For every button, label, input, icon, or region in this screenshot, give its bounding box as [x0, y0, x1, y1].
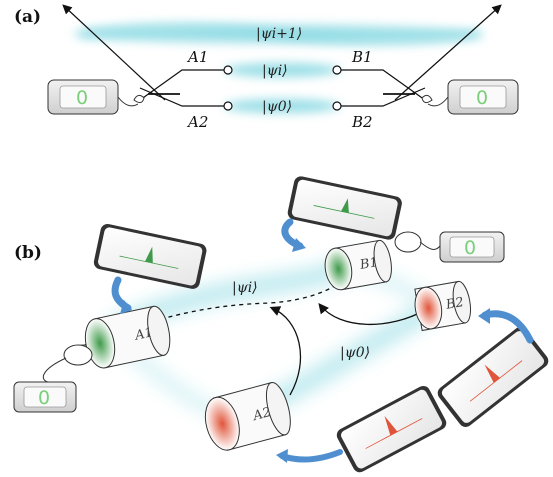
phone-red-right — [437, 327, 549, 427]
panel-a-label: (a) — [14, 7, 41, 27]
path-b1 — [340, 69, 426, 101]
phone-green-left — [93, 224, 207, 289]
counter-left-b: 0 — [38, 387, 50, 409]
node-a1-label: A1 — [186, 48, 208, 66]
state-psi-i-plus-1: |ψi+1⟩ — [256, 26, 302, 42]
panel-b-label: (b) — [14, 243, 42, 263]
node-a2 — [223, 101, 233, 111]
cylinder-b2: B2 — [414, 280, 472, 332]
node-b1-label: B1 — [351, 48, 373, 66]
blue-arrows — [111, 218, 534, 463]
cylinder-a2-label: A2 — [251, 405, 273, 424]
path-a1 — [139, 69, 225, 101]
blue-arrow-bottom — [279, 449, 343, 463]
left-output-arrow — [62, 4, 166, 101]
swap-arrow-b2-to-b1 — [318, 302, 426, 326]
state-psi-0-a: |ψ0⟩ — [262, 99, 292, 115]
detector-left-b: 0 — [13, 344, 93, 413]
node-a1 — [223, 65, 233, 75]
cylinder-a1-label: A1 — [133, 325, 154, 344]
node-b1 — [332, 65, 342, 75]
counter-right-a: 0 — [476, 87, 488, 109]
cylinder-b2-label: B2 — [444, 295, 465, 313]
node-b2 — [332, 101, 342, 111]
entanglement-glow-a — [73, 22, 483, 113]
cylinder-b1-label: B1 — [358, 255, 379, 273]
cylinder-a1: A1 — [84, 305, 171, 369]
right-output-arrow — [394, 4, 502, 101]
counter-left-a: 0 — [76, 87, 88, 109]
detector-right-b: 0 — [394, 231, 505, 263]
counter-right-b: 0 — [464, 237, 476, 259]
cylinder-a2: A2 — [204, 381, 291, 451]
state-psi-i-b: |ψi⟩ — [232, 280, 258, 296]
detector-left-a: 0 — [47, 79, 145, 115]
phone-red-bottom — [336, 385, 447, 473]
state-psi-i-a: |ψi⟩ — [262, 63, 288, 79]
detector-right-a: 0 — [421, 79, 519, 115]
swap-arrow-a2-to-a1 — [269, 306, 302, 396]
cylinder-b1: B1 — [324, 239, 392, 291]
phone-green-right — [287, 176, 402, 240]
panel-a: (a) A1 A2 B1 B2 |ψi+1⟩ |ψi⟩ |ψ0⟩ — [14, 4, 519, 131]
node-b2-label: B2 — [351, 113, 373, 131]
state-psi-0-b: |ψ0⟩ — [340, 345, 370, 361]
node-a2-label: A2 — [186, 113, 208, 131]
panel-b: (b) |ψi⟩ |ψ0⟩ A1 A2 — [13, 176, 549, 473]
